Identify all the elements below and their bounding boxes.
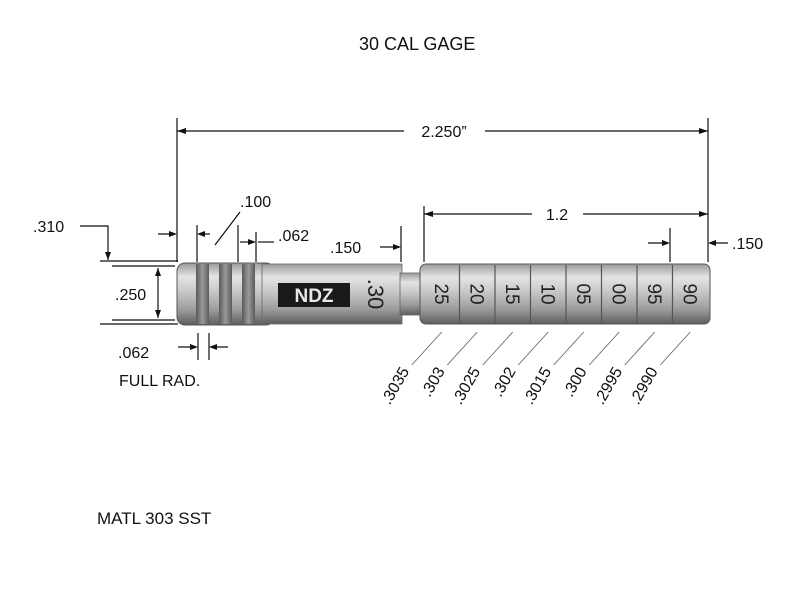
ndz-logo-text: NDZ [294, 286, 333, 307]
step-leader-line [588, 331, 620, 366]
groove-spacing-label: .100 [240, 194, 271, 211]
overall-length-dimension: 2.250” [176, 118, 709, 262]
step-mark-25: 25 [430, 283, 451, 304]
step-mark-05: 05 [572, 283, 593, 304]
step-leader-line [482, 331, 514, 366]
tip-length-dimension: .150 [648, 228, 763, 262]
groove-gap-dimension: .062 [240, 228, 309, 262]
head-diameter-dimension: .310 [33, 219, 178, 325]
neck-length-dimension: .150 [330, 226, 402, 262]
material-note: MATL 303 SST [97, 509, 212, 528]
tip-length-label: .150 [732, 236, 763, 253]
caliber-mark: .30 [363, 279, 388, 310]
groove-diameter-dimension: .250 [112, 265, 175, 321]
ndz-logo [278, 283, 350, 307]
step-diameter-label: .3015 [520, 364, 555, 407]
step-diameter-label: .302 [489, 364, 519, 400]
groove-diameter-label: .250 [115, 287, 146, 304]
groove-width-label: .062 [118, 345, 149, 362]
step-mark-90: 90 [678, 283, 699, 304]
step-leader-line [659, 331, 691, 366]
step-mark-20: 20 [465, 283, 486, 304]
step-diameter-label: .303 [418, 364, 448, 400]
overall-length-label: 2.250” [421, 124, 466, 141]
groove-note-label: FULL RAD. [119, 373, 200, 390]
step-leader-line [446, 331, 478, 366]
step-length-label: 1.2 [546, 207, 568, 224]
groove-spacing-dimension: .100 [158, 194, 271, 262]
groove-width-dimension: .062 FULL RAD. [118, 333, 228, 390]
neck-length-label: .150 [330, 240, 361, 257]
groove-gap-label: .062 [278, 228, 309, 245]
step-diameter-label: .300 [560, 364, 590, 400]
head-diameter-label: .310 [33, 219, 64, 236]
drawing-title: 30 CAL GAGE [359, 34, 476, 54]
step-diameter-label: .3035 [378, 364, 413, 407]
step-leaders: .3035.303.3025.302.3015.300.2995.2990 [378, 331, 691, 408]
step-leader-line [517, 331, 549, 366]
step-leader-line [624, 331, 656, 366]
step-mark-95: 95 [643, 283, 664, 304]
step-diameter-label: .2995 [591, 364, 626, 407]
step-mark-00: 00 [607, 283, 628, 304]
step-mark-15: 15 [501, 283, 522, 304]
step-mark-10: 10 [536, 283, 557, 304]
step-marks: 25 20 15 10 05 00 95 90 [430, 283, 700, 304]
step-length-dimension: 1.2 [423, 206, 708, 262]
step-leader-line [411, 331, 443, 366]
step-diameter-label: .3025 [449, 364, 484, 407]
step-leader-line [553, 331, 585, 366]
gage-body: NDZ .30 [176, 262, 711, 326]
step-diameter-label: .2990 [627, 364, 662, 407]
